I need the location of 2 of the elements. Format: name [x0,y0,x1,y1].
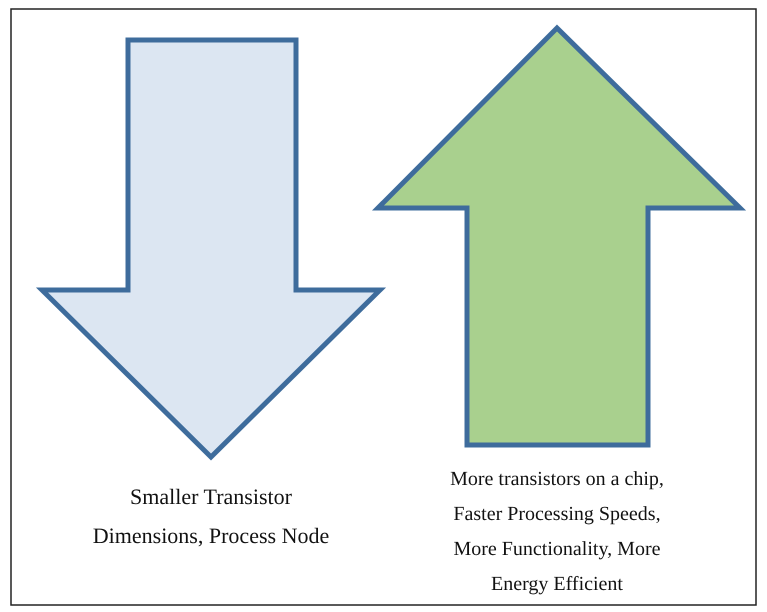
arrow-caption: Smaller Transistor Dimensions, Process Node [92,483,330,550]
arrow-caption: More transistors on a chip, Faster Processing Speeds, More Functionality, More Energy Efficient [449,467,665,597]
